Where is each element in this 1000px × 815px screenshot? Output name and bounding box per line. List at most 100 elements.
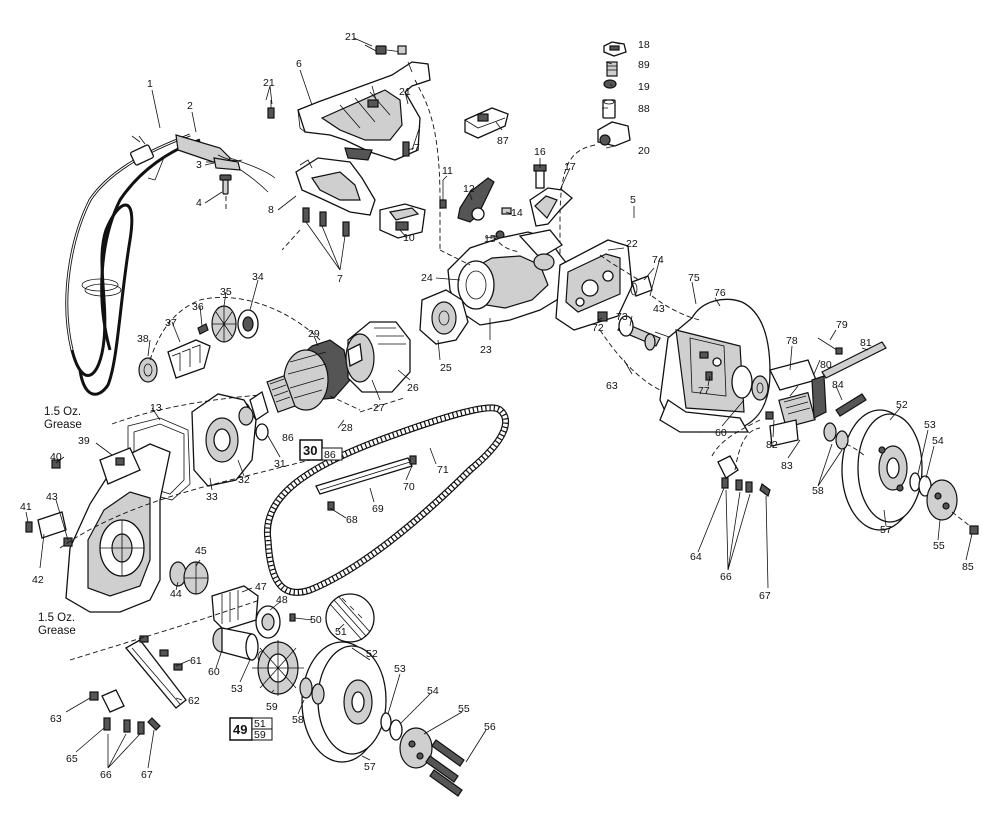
spacers-right — [823, 422, 849, 450]
label-88: 88 — [638, 103, 650, 115]
grease-note-top: 1.5 Oz. Grease — [44, 406, 82, 431]
gear-housing — [65, 443, 171, 613]
sprocket-box-sub-top: 51 — [254, 718, 266, 730]
gear-train — [138, 305, 259, 383]
assembly-lines — [59, 196, 866, 549]
cord-clamp — [206, 157, 241, 171]
label-84: 84 — [832, 379, 844, 391]
guide-bar — [315, 455, 417, 511]
label-77: 77 — [698, 385, 710, 397]
label-26: 26 — [407, 382, 419, 394]
leader-lines — [25, 37, 973, 769]
label-74: 74 — [652, 254, 664, 266]
label-10: 10 — [403, 232, 415, 244]
label-44: 44 — [170, 588, 182, 600]
part-labels: 1 2 3 4 5 6 7 7 8 10 11 12 13 14 15 16 1… — [20, 31, 974, 781]
label-39: 39 — [78, 435, 90, 447]
label-55-lower: 55 — [458, 703, 470, 715]
lock-lever — [439, 164, 573, 240]
label-85: 85 — [962, 561, 974, 573]
guide-screws — [765, 337, 887, 420]
label-55-right: 55 — [933, 540, 945, 552]
baffle — [419, 289, 469, 345]
label-24: 24 — [421, 272, 433, 284]
bracket-right — [717, 427, 771, 497]
label-57-right: 57 — [880, 524, 892, 536]
hub-right — [909, 472, 979, 535]
label-38: 38 — [137, 333, 149, 345]
sprocket-box-main: 49 — [233, 722, 247, 737]
band-saw-blade — [263, 404, 510, 596]
label-48: 48 — [276, 594, 288, 606]
label-21-top: 21 — [345, 31, 357, 43]
label-42: 42 — [32, 574, 44, 586]
label-64: 64 — [690, 551, 702, 563]
spindle-gears — [169, 561, 296, 639]
label-89: 89 — [638, 59, 650, 71]
field-coil — [345, 321, 411, 393]
label-23: 23 — [480, 344, 492, 356]
label-8: 8 — [268, 204, 274, 216]
label-31: 31 — [274, 458, 286, 470]
label-13: 13 — [150, 402, 162, 414]
label-54-right: 54 — [932, 435, 944, 447]
wheel-right — [841, 409, 923, 531]
label-15: 15 — [484, 233, 496, 245]
label-60-right: 60 — [715, 427, 727, 439]
sprocket-callout-box: 49 51 59 — [229, 717, 273, 741]
label-54-lower: 54 — [427, 685, 439, 697]
label-32: 32 — [238, 474, 250, 486]
label-33: 33 — [206, 491, 218, 503]
label-40: 40 — [50, 451, 62, 463]
label-4: 4 — [196, 197, 202, 209]
label-21-mid: 21 — [399, 86, 411, 98]
label-29: 29 — [308, 328, 320, 340]
label-67-left: 67 — [141, 769, 153, 781]
label-87: 87 — [497, 135, 509, 147]
label-73: 73 — [616, 311, 628, 323]
label-60-left: 60 — [208, 666, 220, 678]
label-53-right: 53 — [924, 419, 936, 431]
lower-shaft — [212, 627, 267, 664]
grease-note-top-line1: 1.5 Oz. — [44, 406, 81, 418]
hub-left — [380, 712, 465, 797]
label-11: 11 — [442, 165, 453, 177]
armature-callout-box: 30 86 — [299, 439, 343, 461]
label-16: 16 — [534, 146, 546, 158]
label-58-right: 58 — [812, 485, 824, 497]
label-53-lower: 53 — [394, 663, 406, 675]
label-37: 37 — [165, 317, 177, 329]
grease-note-bottom: 1.5 Oz. Grease — [38, 612, 76, 637]
label-71: 71 — [437, 464, 449, 476]
label-50: 50 — [310, 614, 322, 626]
label-34: 34 — [252, 271, 264, 283]
drive-shaft — [597, 311, 673, 351]
handle — [297, 61, 441, 250]
label-86: 86 — [282, 432, 294, 444]
label-19: 19 — [638, 81, 650, 93]
label-79: 79 — [836, 319, 848, 331]
label-43-left: 43 — [46, 491, 58, 503]
label-63-right: 63 — [606, 380, 618, 392]
switch — [379, 203, 426, 239]
label-83: 83 — [781, 460, 793, 472]
motor-housing — [447, 229, 573, 326]
label-70: 70 — [403, 481, 415, 493]
bearing-plate — [191, 393, 269, 487]
sprocket — [252, 640, 304, 696]
label-52-right: 52 — [896, 399, 908, 411]
clamp-screw — [219, 174, 232, 195]
label-53-left: 53 — [231, 683, 243, 695]
label-81: 81 — [860, 337, 872, 349]
grease-note-bottom-line1: 1.5 Oz. — [38, 612, 75, 624]
grease-note-top-line2: Grease — [44, 419, 82, 431]
label-12: 12 — [463, 183, 475, 195]
label-5: 5 — [630, 194, 636, 206]
nameplate — [25, 459, 73, 547]
label-51: 51 — [335, 626, 347, 638]
label-2: 2 — [187, 100, 193, 112]
label-63-left: 63 — [50, 713, 62, 725]
label-76: 76 — [714, 287, 726, 299]
label-36: 36 — [192, 301, 204, 313]
